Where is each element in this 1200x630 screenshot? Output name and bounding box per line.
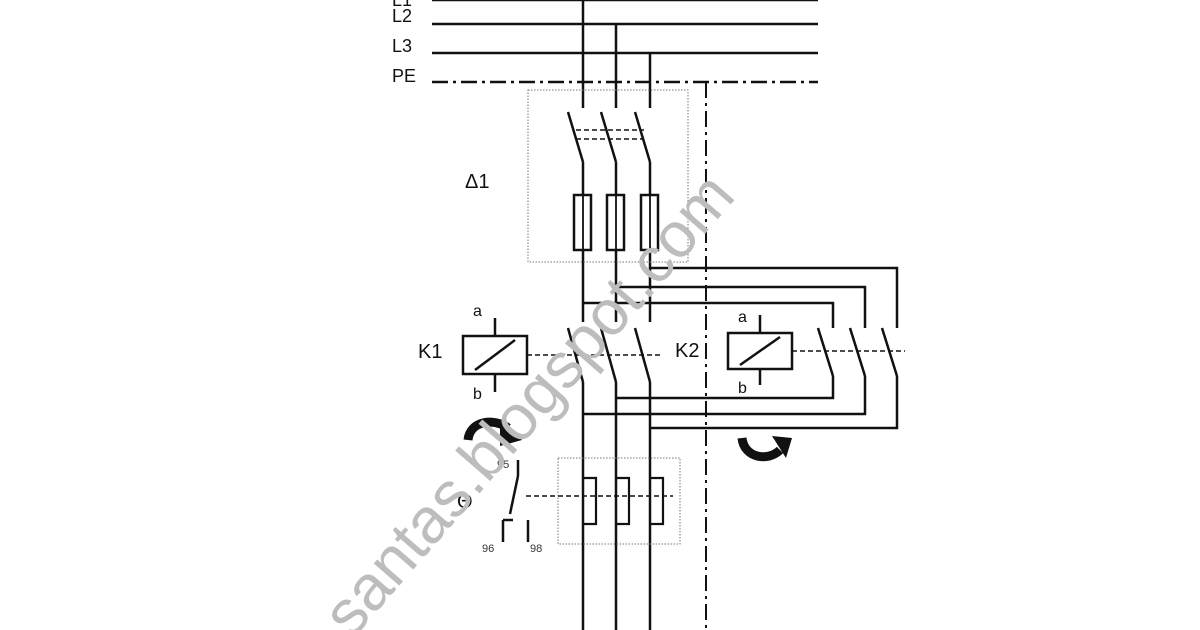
overload-aux-contact <box>501 460 530 542</box>
watermark: santas.blogspot.com <box>308 159 747 630</box>
label-k1-b: b <box>473 386 482 403</box>
label-theta: Θ <box>457 491 473 513</box>
label-k1-a: a <box>473 303 482 320</box>
k2-coil <box>726 315 794 385</box>
label-l2: L2 <box>392 6 412 26</box>
label-contact-98: 98 <box>530 543 542 555</box>
rotation-arrows <box>463 417 792 462</box>
k2-input-wiring <box>583 266 899 328</box>
delta1-switch-contacts <box>566 111 652 195</box>
overload-enclosure <box>557 457 681 545</box>
label-contact-95: 95 <box>497 459 509 471</box>
label-pe: PE <box>392 66 416 86</box>
overload-thermal-elements <box>526 476 673 526</box>
delta1-enclosure <box>527 89 689 263</box>
label-k2-a: a <box>738 309 747 326</box>
label-l3: L3 <box>392 36 412 56</box>
label-contact-96: 96 <box>482 543 494 555</box>
rotation-reverse-icon <box>737 436 792 462</box>
label-delta1: Δ1 <box>465 171 489 193</box>
label-l1: L1 <box>392 0 412 10</box>
rotation-forward-icon <box>463 417 522 446</box>
k2-output-wiring <box>583 376 899 430</box>
label-k1: K1 <box>418 341 442 363</box>
k1-contacts <box>527 327 660 630</box>
label-k2-b: b <box>738 380 747 397</box>
label-k2: K2 <box>675 340 699 362</box>
k2-contacts <box>792 327 905 377</box>
